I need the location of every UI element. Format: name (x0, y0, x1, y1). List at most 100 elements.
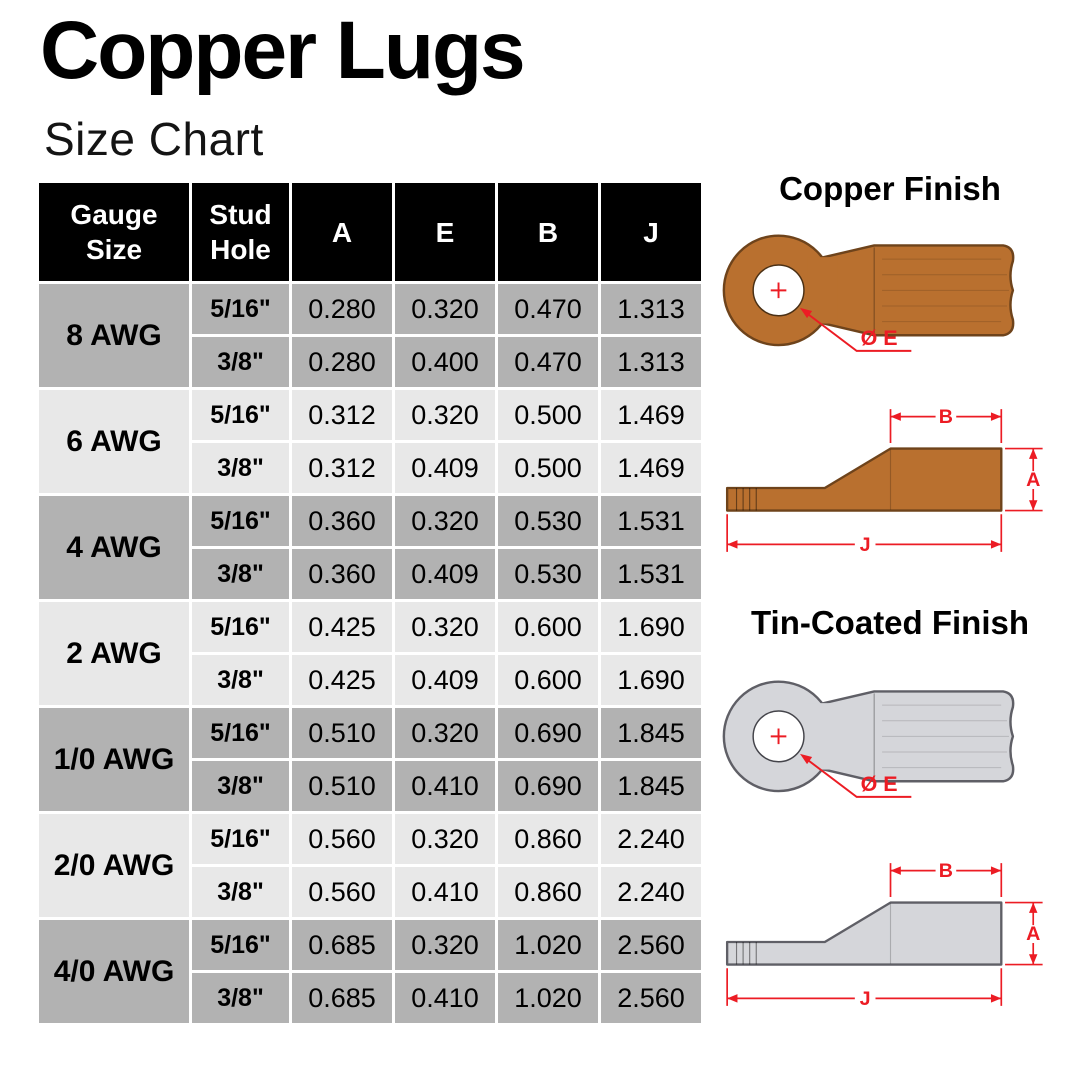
stud-hole-cell: 3/8" (192, 655, 289, 705)
dim-b-cell: 0.470 (498, 284, 598, 334)
stud-hole-cell: 3/8" (192, 761, 289, 811)
col-header-a: A (292, 183, 392, 281)
dim-a-cell: 0.560 (292, 867, 392, 917)
lug-barrel (814, 690, 1015, 783)
dim-e-cell: 0.320 (395, 602, 495, 652)
dim-b-extension-lines (889, 863, 1003, 897)
table-row: 4/0 AWG 5/16" 0.685 0.320 1.020 2.560 (39, 920, 701, 1023)
arrowhead (990, 540, 1002, 549)
dim-j-cell: 2.560 (601, 920, 701, 970)
gauge-label: 2 AWG (39, 602, 189, 705)
table-row: 2 AWG 5/16" 0.425 0.320 0.600 1.690 (39, 602, 701, 705)
arrowhead (890, 412, 901, 421)
dim-a-cell: 0.425 (292, 655, 392, 705)
dim-j-cell: 1.531 (601, 549, 701, 599)
dim-a-cell: 0.280 (292, 337, 392, 387)
arrowhead (990, 994, 1002, 1003)
arrowhead (1028, 448, 1038, 459)
dim-a-extension-lines (1005, 901, 1043, 966)
arrowhead (1028, 954, 1038, 965)
dim-a-cell: 0.560 (292, 814, 392, 864)
table-row: 6 AWG 5/16" 0.312 0.320 0.500 1.469 (39, 390, 701, 493)
copper-lug-top-view-diagram: Ø E (722, 234, 1015, 352)
col-header-j: J (601, 183, 701, 281)
dim-b-cell: 0.600 (498, 602, 598, 652)
dim-b-cell: 0.500 (498, 443, 598, 493)
lug-profile (725, 901, 1003, 966)
hole-center-crosshair (770, 728, 787, 745)
dim-e-cell: 0.320 (395, 390, 495, 440)
table-row: 3/8" 0.425 0.409 0.600 1.690 (39, 655, 701, 705)
dim-a-cell: 0.280 (292, 284, 392, 334)
stud-hole-cell: 3/8" (192, 337, 289, 387)
dim-j-cell: 2.560 (601, 973, 701, 1023)
dim-a-cell: 0.312 (292, 390, 392, 440)
hole-diameter-label: Ø E (861, 326, 898, 350)
arrowhead (727, 540, 738, 549)
stud-hole-cell: 5/16" (192, 920, 289, 970)
dim-j-cell: 1.313 (601, 337, 701, 387)
dim-e-cell: 0.320 (395, 284, 495, 334)
dim-a-cell: 0.510 (292, 761, 392, 811)
dim-b-cell: 0.530 (498, 496, 598, 546)
stud-hole-cell: 5/16" (192, 814, 289, 864)
dim-j-label: J (860, 534, 871, 556)
dim-a-extension-lines (1005, 447, 1043, 512)
dim-j-cell: 2.240 (601, 867, 701, 917)
hole-center-crosshair (770, 282, 787, 299)
dim-e-cell: 0.409 (395, 443, 495, 493)
table-row: 3/8" 0.312 0.409 0.500 1.469 (39, 443, 701, 493)
dim-e-cell: 0.320 (395, 708, 495, 758)
dim-b-cell: 0.530 (498, 549, 598, 599)
dim-a-label: A (1026, 923, 1040, 945)
tongue-hatch (735, 942, 757, 965)
dim-j-cell: 2.240 (601, 814, 701, 864)
page-title: Copper Lugs (40, 5, 526, 96)
gauge-label: 8 AWG (39, 284, 189, 387)
dim-j-cell: 1.690 (601, 602, 701, 652)
tongue-hatch (735, 488, 757, 511)
arrowhead (727, 994, 738, 1003)
stud-hole-cell: 3/8" (192, 867, 289, 917)
dim-j-extension-lines (726, 514, 1003, 552)
dim-e-cell: 0.409 (395, 655, 495, 705)
dim-e-cell: 0.400 (395, 337, 495, 387)
dim-b-extension-lines (889, 409, 1003, 443)
dim-j-label: J (860, 988, 871, 1010)
table-row: 2/0 AWG 5/16" 0.560 0.320 0.860 2.240 (39, 814, 701, 917)
dim-a-cell: 0.425 (292, 602, 392, 652)
arrowhead (1028, 500, 1038, 511)
copper-lug-side-view-diagram: B A J (725, 406, 1043, 556)
hole-diameter-label: Ø E (861, 772, 898, 796)
tin-lug-side-view-diagram: B A J (725, 860, 1043, 1010)
lug-profile (725, 447, 1003, 512)
dim-e-cell: 0.410 (395, 867, 495, 917)
header-row: Gauge Size Stud Hole A E B J (39, 183, 701, 281)
dim-a-cell: 0.510 (292, 708, 392, 758)
table-row: 3/8" 0.360 0.409 0.530 1.531 (39, 549, 701, 599)
stud-hole-cell: 5/16" (192, 390, 289, 440)
dim-b-cell: 0.470 (498, 337, 598, 387)
dim-b-cell: 1.020 (498, 920, 598, 970)
dim-b-cell: 0.860 (498, 867, 598, 917)
dim-a-label: A (1026, 469, 1040, 491)
gauge-label: 2/0 AWG (39, 814, 189, 917)
gauge-label: 4/0 AWG (39, 920, 189, 1023)
dim-a-cell: 0.312 (292, 443, 392, 493)
leader-arrowhead (800, 307, 813, 319)
dim-b-cell: 1.020 (498, 973, 598, 1023)
page-subtitle: Size Chart (44, 113, 264, 165)
tin-finish-heading: Tin-Coated Finish (750, 604, 1030, 641)
col-header-b: B (498, 183, 598, 281)
col-header-stud: Stud Hole (192, 183, 289, 281)
dim-j-extension-lines (726, 968, 1003, 1006)
hole-leader-line (808, 759, 912, 798)
dim-b-cell: 0.690 (498, 761, 598, 811)
stud-hole-cell: 5/16" (192, 708, 289, 758)
arrowhead (990, 412, 1002, 421)
dim-e-cell: 0.410 (395, 761, 495, 811)
dim-e-cell: 0.320 (395, 920, 495, 970)
dim-a-cell: 0.360 (292, 496, 392, 546)
gauge-label: 4 AWG (39, 496, 189, 599)
